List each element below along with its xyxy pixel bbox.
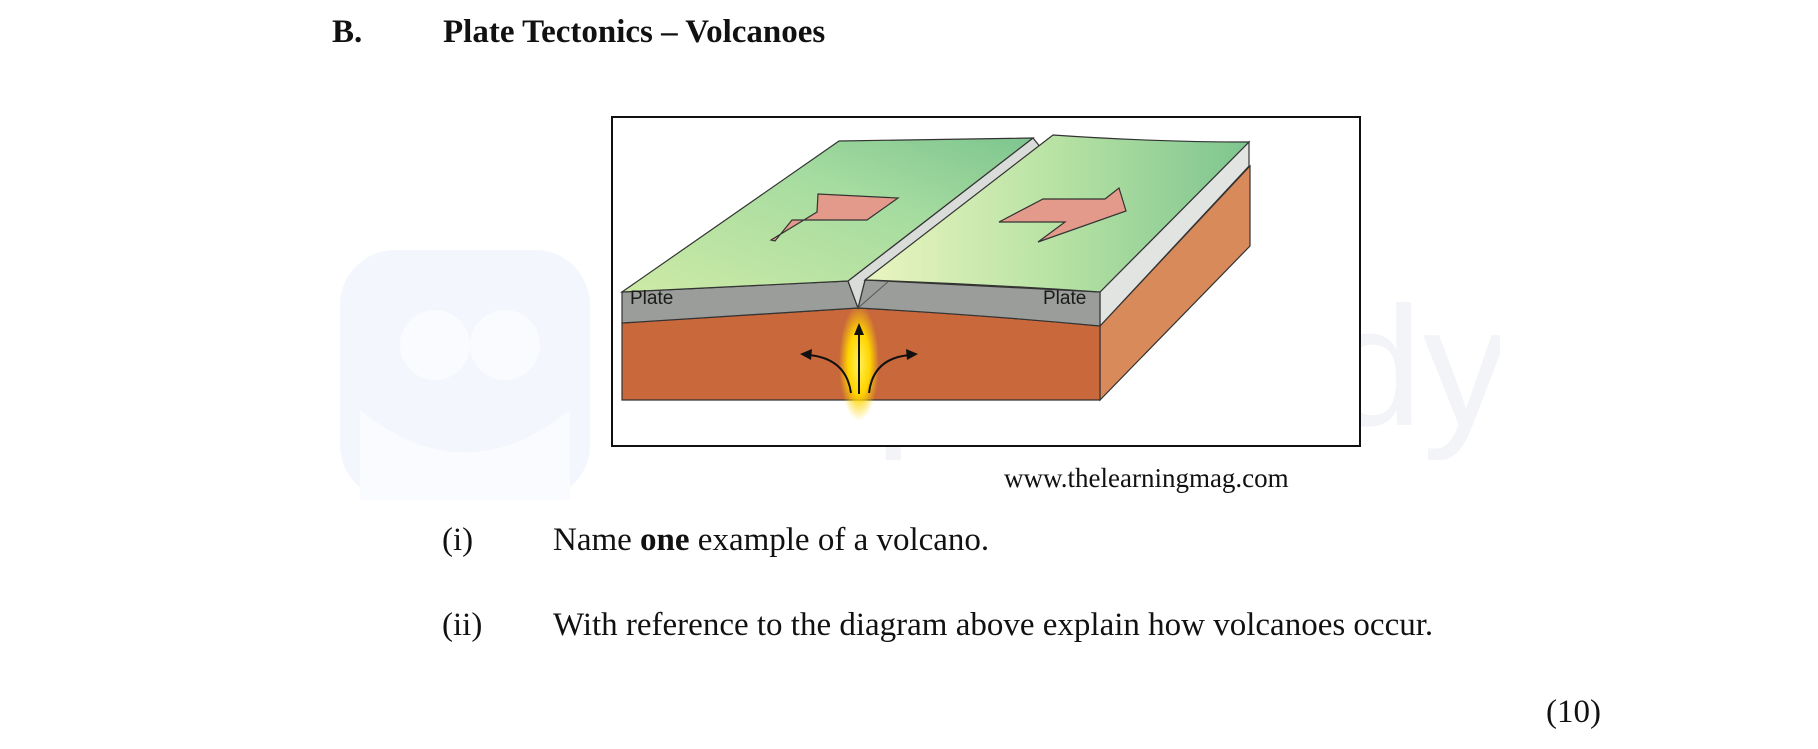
- left-plate-front: [621, 280, 859, 324]
- image-source: www.thelearningmag.com: [1004, 463, 1289, 493]
- left-motion-arrow: [769, 193, 900, 242]
- question-number-i: (i): [442, 522, 474, 558]
- section-title: Plate Tectonics – Volcanoes: [443, 14, 826, 50]
- marks-allocation: (10): [1546, 694, 1601, 730]
- question-text-ii: With reference to the diagram above expl…: [553, 607, 1434, 643]
- left-plate-label: Plate: [630, 288, 674, 309]
- plate-diagram: Plate Plate: [611, 116, 1361, 447]
- divergent-plate-illustration: [619, 134, 1251, 421]
- convection-arrow-left: [807, 354, 852, 394]
- right-motion-arrow: [998, 186, 1127, 243]
- question-number-ii: (ii): [442, 607, 483, 643]
- right-plate-label: Plate: [1043, 288, 1087, 309]
- right-plate-front: [857, 279, 1101, 327]
- question-text-i: Name one example of a volcano.: [553, 522, 990, 558]
- section-letter: B.: [332, 14, 363, 50]
- convection-arrow-right: [868, 354, 911, 394]
